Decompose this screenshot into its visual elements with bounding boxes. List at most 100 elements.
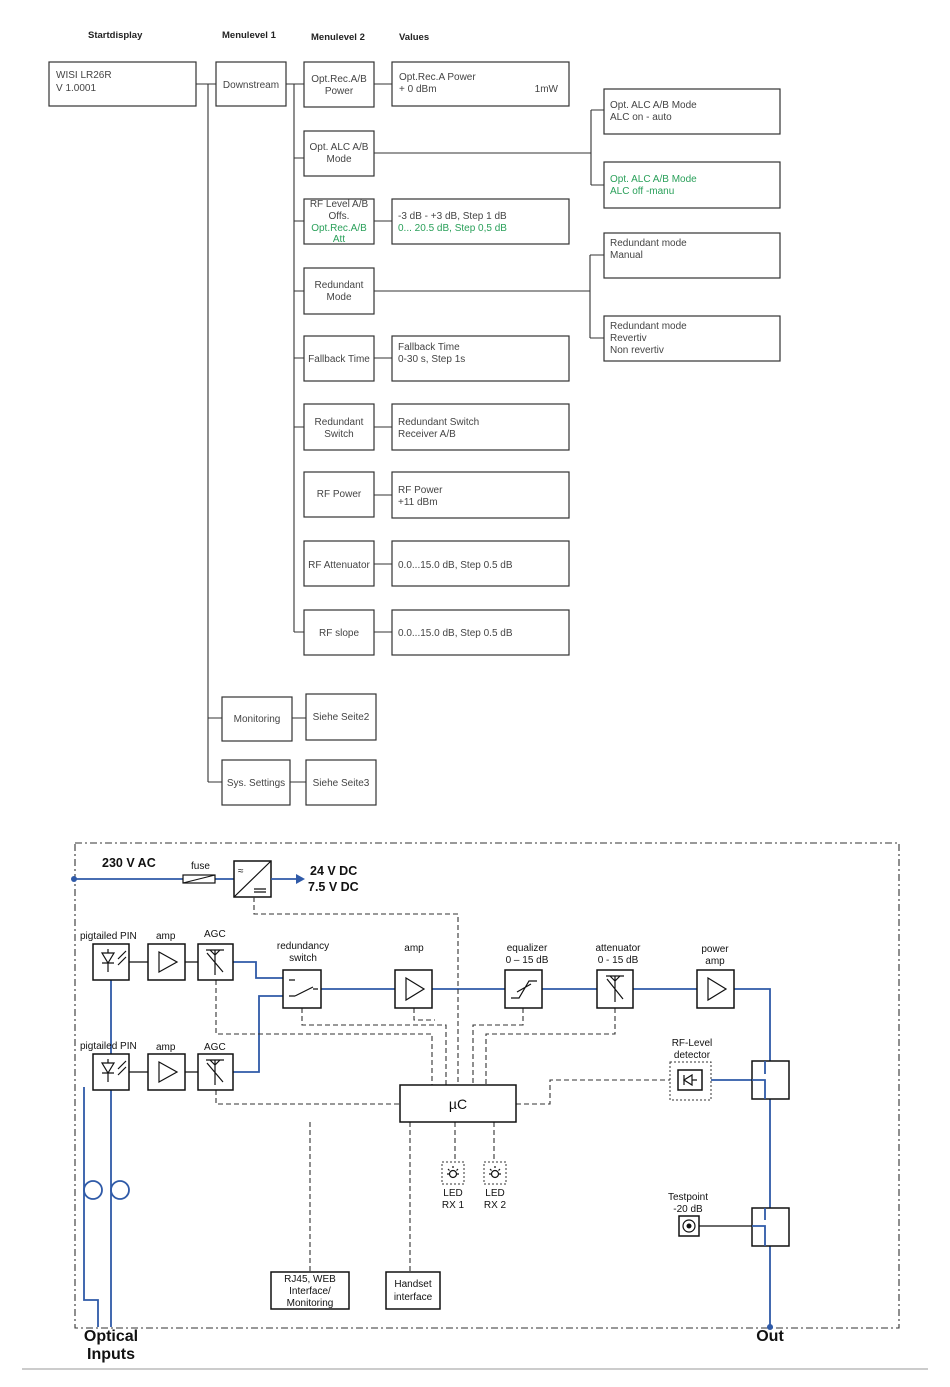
agc-symbol-2 [206, 1059, 224, 1085]
option-redundant-manual [603, 232, 781, 279]
out-label: Out [756, 1328, 784, 1345]
testpoint-label-2: -20 dB [673, 1204, 703, 1215]
menu-rf-level-l1: RF Level A/B [310, 199, 369, 210]
microcontroller-box [399, 1084, 517, 1123]
menu-rf-level-offs[interactable] [303, 198, 375, 245]
menu-rf-power[interactable] [303, 471, 375, 518]
rj45-web-interface-box [270, 1271, 350, 1310]
value-redundant-switch-l2: Receiver A/B [398, 429, 456, 440]
photodiode-arrows-2 [117, 1060, 127, 1076]
menu-opt-alc-mode-l1: Opt. ALC A/B [310, 142, 369, 153]
menu-redundant-mode[interactable] [303, 267, 375, 315]
menu-monitoring-label: Monitoring [234, 714, 281, 725]
option-redundant-revertiv-l2: Revertiv [610, 333, 647, 344]
ac-label: 230 V AC [102, 856, 156, 870]
menu-redundant-switch-l2: Switch [324, 429, 353, 440]
amp-icon-2 [147, 1053, 186, 1091]
menu-rf-attenuator-label: RF Attenuator [308, 560, 370, 571]
amp-label-2: amp [156, 1042, 176, 1053]
photodiode-symbol-2 [100, 1059, 116, 1082]
handset-label-2: interface [394, 1292, 433, 1303]
amp-triangle-2 [158, 1060, 179, 1084]
attenuator-label-2: 0 - 15 dB [598, 955, 639, 966]
microcontroller-label: µC [449, 1096, 467, 1112]
testpoint-ring [682, 1219, 696, 1233]
power-amp-triangle [707, 976, 728, 1002]
rf-level-detector-label-2: detector [674, 1050, 711, 1061]
start-display-line2: V 1.0001 [56, 83, 96, 94]
coupler-1-path [752, 1061, 766, 1099]
testpoint-label-1: Testpoint [668, 1192, 708, 1203]
option-alc-auto-l1: Opt. ALC A/B Mode [610, 100, 697, 111]
agc-symbol-1 [206, 949, 224, 975]
photodiode-icon-2 [92, 1053, 130, 1091]
equalizer-icon [504, 969, 543, 1009]
value-redundant-switch-l1: Redundant Switch [398, 417, 479, 428]
option-redundant-manual-l2: Manual [610, 250, 643, 261]
led-rx2-label-1: LED [485, 1188, 504, 1199]
power-amp-label-1: power [701, 944, 729, 955]
equalizer-label-1: equalizer [507, 943, 548, 954]
dc-label-1: 24 V DC [310, 864, 357, 878]
menu-rf-attenuator[interactable] [303, 540, 375, 587]
menu-rf-slope-label: RF slope [319, 628, 359, 639]
menu-downstream-label: Downstream [223, 80, 279, 91]
menu-redundant-switch-l1: Redundant [315, 417, 364, 428]
power-amp-label-2: amp [705, 956, 725, 967]
dc-label-2: 7.5 V DC [308, 880, 359, 894]
value-rf-slope-label: 0.0...15.0 dB, Step 0.5 dB [398, 628, 513, 639]
coupler-2-path [752, 1208, 766, 1246]
menu-rf-power-label: RF Power [317, 489, 362, 500]
rj45-label-1: RJ45, WEB [284, 1274, 336, 1285]
main-amp-triangle [405, 976, 426, 1002]
menu-opt-alc-mode[interactable] [303, 130, 375, 177]
converter-diagonal [233, 860, 272, 898]
menu-sys-settings[interactable] [221, 759, 291, 806]
value-rf-slope [391, 609, 570, 656]
menu-rf-level-l2: Offs. [329, 211, 350, 222]
menu-monitoring[interactable] [221, 696, 293, 742]
value-rf-power-l1: RF Power [398, 485, 443, 496]
dc-arrow-icon [296, 874, 305, 884]
led-rx2-icon [483, 1161, 507, 1185]
value-fallback-l2: 0-30 s, Step 1s [398, 354, 465, 365]
rj45-label-2: Interface/ [289, 1286, 331, 1297]
siehe-seite3-label: Siehe Seite3 [313, 778, 370, 789]
rf-detector-diode [682, 1073, 697, 1087]
option-alc-manu-l2: ALC off -manu [610, 186, 674, 197]
handset-interface-box [385, 1271, 441, 1310]
siehe-seite3-box [305, 759, 377, 806]
header-startdisplay: Startdisplay [88, 30, 143, 41]
led-rx2-bulb [490, 1169, 500, 1179]
menu-fallback-time[interactable] [303, 335, 375, 382]
main-amp-label: amp [404, 943, 424, 954]
value-opt-rec-l2: + 0 dBm [399, 84, 437, 95]
optical-inputs-label-1: Optical [84, 1328, 138, 1345]
menu-redundant-switch[interactable] [303, 403, 375, 451]
redundancy-switch-symbol [289, 979, 318, 997]
led-rx2-rays [489, 1166, 501, 1175]
out-terminal [767, 1324, 773, 1330]
output-coupler-2 [751, 1207, 790, 1247]
option-redundant-revertiv-l1: Redundant mode [610, 321, 687, 332]
equalizer-label-2: 0 – 15 dB [506, 955, 549, 966]
control-lines [215, 897, 670, 1272]
amp-label-1: amp [156, 931, 176, 942]
menu-rf-slope[interactable] [303, 609, 375, 656]
option-alc-manu [603, 161, 781, 209]
value-rf-level-l1: -3 dB - +3 dB, Step 1 dB [398, 211, 507, 222]
attenuator-label-1: attenuator [595, 943, 641, 954]
redundancy-label-2: switch [289, 953, 317, 964]
menu-fallback-time-label: Fallback Time [308, 354, 370, 365]
option-alc-auto-l2: ALC on - auto [610, 112, 672, 123]
main-amp-icon [394, 969, 433, 1009]
menu-tree: Startdisplay Menulevel 1 Menulevel 2 Val… [48, 30, 781, 806]
start-display-box [48, 61, 197, 107]
value-opt-rec-l3: 1mW [535, 84, 559, 95]
menu-downstream[interactable] [215, 61, 287, 107]
option-redundant-revertiv [603, 315, 781, 362]
menu-rf-level-l3: Opt.Rec.A/B [311, 223, 367, 234]
menu-redundant-mode-l2: Mode [326, 292, 351, 303]
equalizer-symbol [511, 980, 537, 999]
menu-opt-rec-power[interactable] [303, 61, 375, 108]
